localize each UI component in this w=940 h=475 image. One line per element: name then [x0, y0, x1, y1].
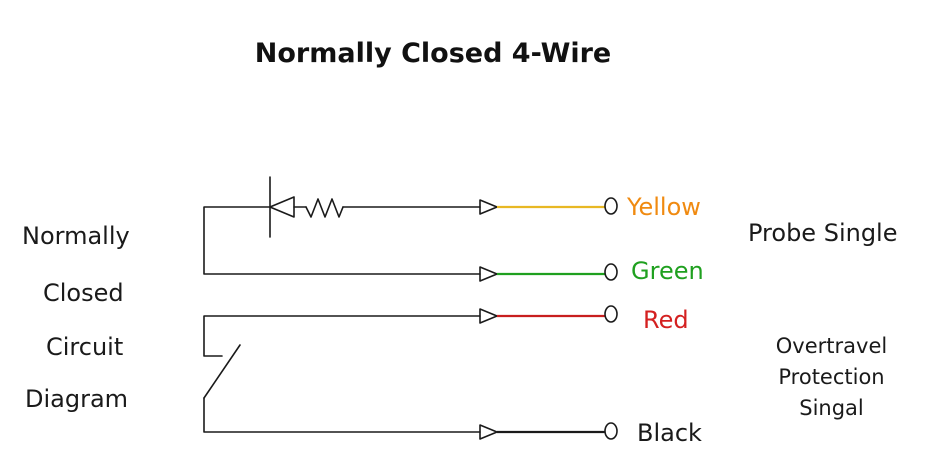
- wire-label-green: Green: [631, 257, 704, 285]
- left-label-line-4: Diagram: [25, 385, 129, 413]
- probe-circuit-left-rail: [203, 206, 481, 275]
- terminal-green: [604, 263, 618, 281]
- overtravel-label-line-3: Singal: [799, 396, 864, 420]
- left-label-line-1: Normally: [22, 222, 130, 250]
- switch-bottom-rail: [203, 397, 481, 433]
- wire-label-red: Red: [643, 306, 689, 334]
- overtravel-label: Overtravel Protection Singal: [769, 331, 894, 424]
- wire-label-yellow: Yellow: [626, 193, 701, 221]
- left-label-line-3: Circuit: [46, 333, 124, 361]
- terminal-black: [604, 422, 618, 440]
- switch-top-rail: [203, 315, 481, 357]
- arrow-green: [479, 266, 498, 282]
- wire-label-black: Black: [637, 419, 702, 447]
- terminal-yellow: [604, 197, 618, 215]
- terminal-red: [604, 305, 618, 323]
- probe-signal-label: Probe Single: [748, 219, 898, 247]
- overtravel-label-line-1: Overtravel: [775, 334, 888, 358]
- arrow-red: [479, 308, 498, 324]
- switch-blade: [203, 344, 241, 399]
- left-label-line-2: Closed: [43, 279, 124, 307]
- diagram-title: Normally Closed 4-Wire: [254, 38, 612, 69]
- arrow-black: [479, 424, 498, 440]
- diode-triangle: [269, 196, 295, 218]
- resistor-symbol: [305, 198, 344, 218]
- arrow-yellow: [479, 199, 498, 215]
- overtravel-label-line-2: Protection: [778, 365, 885, 389]
